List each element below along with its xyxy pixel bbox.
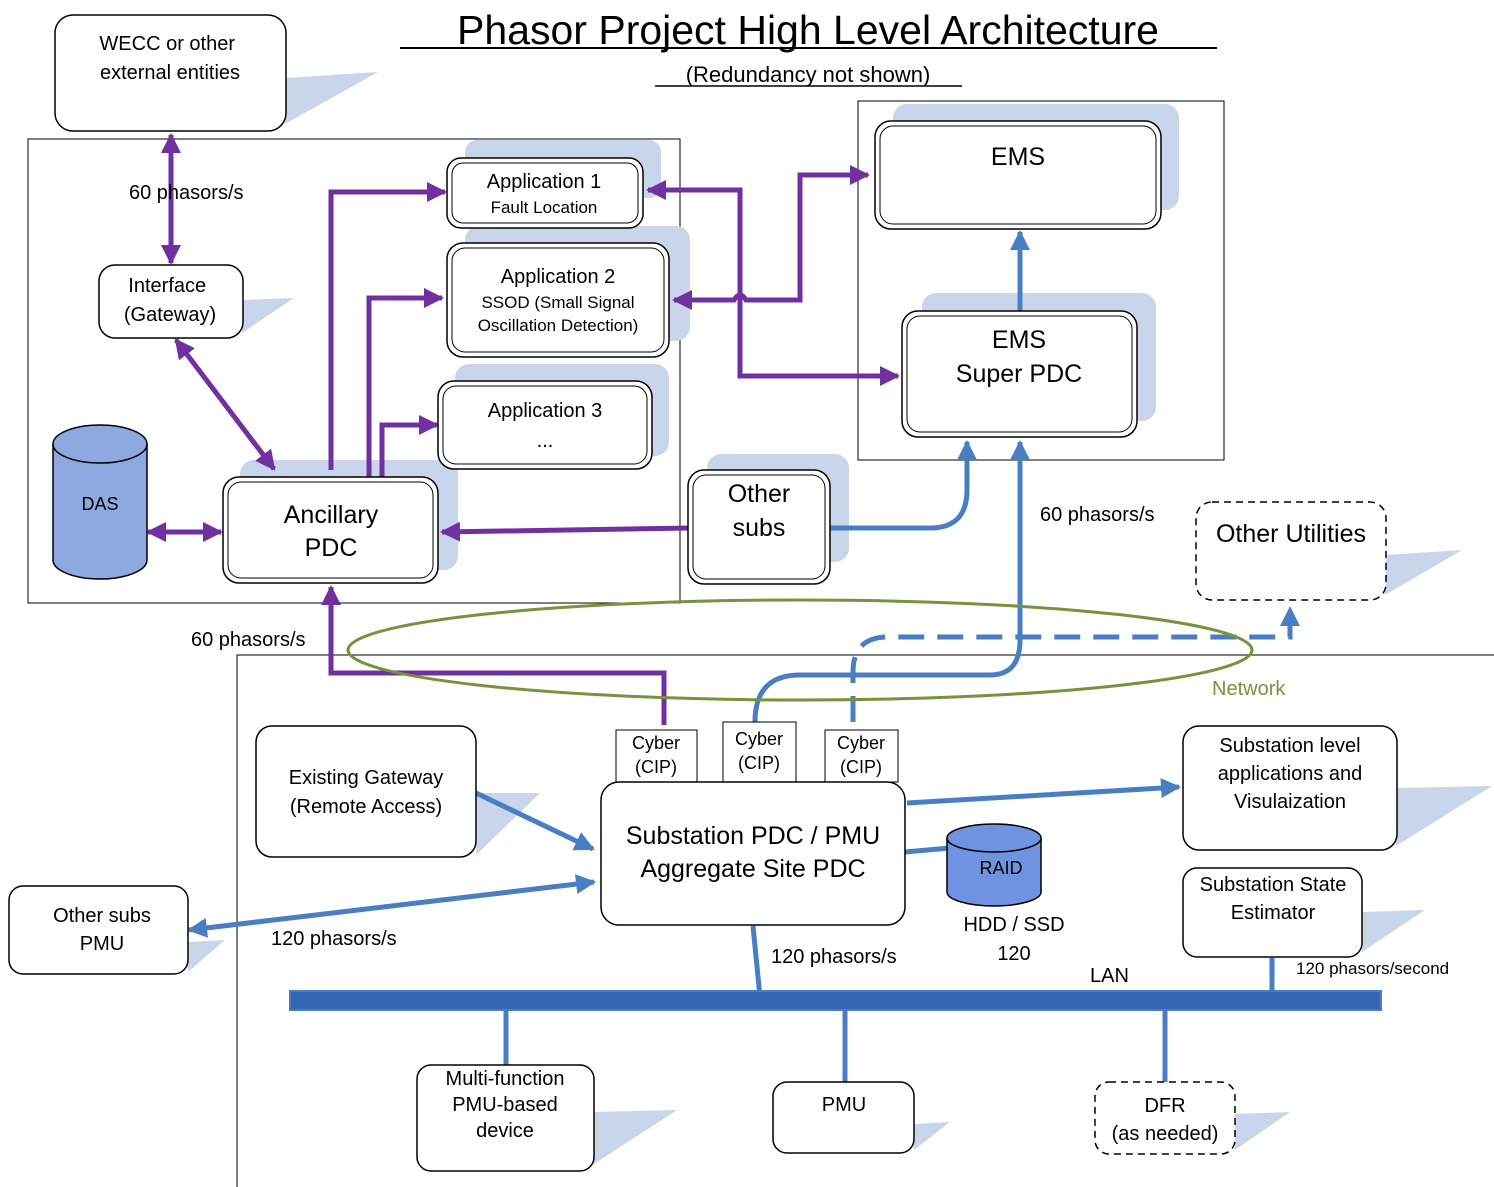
multifunction-line3: device: [476, 1120, 534, 1142]
other-subs-pmu-node: [8, 885, 189, 975]
ems-super-pdc-node: [901, 310, 1138, 438]
interface-node: [98, 264, 244, 339]
ancillary-pdc-node: [222, 476, 439, 584]
hdd-ssd-rate: 120: [997, 943, 1030, 965]
other-utilities-label: Other Utilities: [1216, 520, 1366, 548]
das-label: DAS: [81, 494, 118, 514]
cyber-2-line1: Cyber: [735, 729, 783, 749]
diagram-title: Phasor Project High Level Architecture: [457, 7, 1159, 53]
rate-label-state-estimator: 120 phasors/second: [1296, 959, 1449, 978]
cyber-box-1: Cyber (CIP): [615, 729, 698, 783]
application-1-title: Application 1: [487, 171, 602, 193]
state-estimator-line1: Substation State: [1200, 874, 1347, 896]
state-estimator-node: [1182, 867, 1363, 958]
substation-apps-line2: applications and: [1218, 763, 1363, 785]
substation-apps-node: [1182, 725, 1398, 851]
ems-super-pdc-label-line2: Super PDC: [956, 360, 1082, 388]
existing-gateway-line1: Existing Gateway: [289, 767, 444, 789]
existing-gateway-line2: (Remote Access): [290, 796, 442, 818]
ems-label: EMS: [991, 143, 1045, 171]
multifunction-device-node: [416, 1064, 595, 1172]
raid-storage: RAID: [946, 823, 1042, 907]
lan-label: LAN: [1090, 965, 1129, 987]
dfr-line2: (as needed): [1112, 1123, 1219, 1145]
application-2-desc-line2: Oscillation Detection): [478, 316, 639, 335]
cyber-box-2: Cyber (CIP): [722, 721, 797, 783]
dfr-node: [1094, 1081, 1236, 1155]
substation-apps-line3: Visulaization: [1234, 791, 1346, 813]
network-label: Network: [1212, 678, 1286, 700]
application-3-title: Application 3: [488, 400, 603, 422]
application-3-ellipsis: ...: [537, 430, 554, 452]
application-1-node: [446, 157, 644, 229]
raid-label: RAID: [979, 858, 1022, 878]
rate-label-wecc: 60 phasors/s: [129, 182, 244, 204]
wecc-label-line2: external entities: [100, 62, 240, 84]
das-database: DAS: [52, 424, 148, 580]
application-2-desc-line1: SSOD (Small Signal: [481, 293, 634, 312]
lan-bus: [289, 990, 1382, 1011]
cyber-box-3: Cyber (CIP): [824, 729, 899, 783]
rate-label-ancillary: 60 phasors/s: [191, 629, 306, 651]
application-1-subtitle: Fault Location: [491, 198, 598, 217]
svg-text:WECC or other external ent: WECC or other external entities: [99, 33, 240, 84]
dfr-line1: DFR: [1144, 1095, 1185, 1117]
rate-label-lan: 120 phasors/s: [771, 946, 897, 968]
ems-node: [874, 120, 1162, 230]
substation-apps-line1: Substation level: [1219, 735, 1360, 757]
substation-frame: [236, 654, 1494, 1187]
rate-label-other-subs-pmu: 120 phasors/s: [271, 928, 397, 950]
cyber-3-line2: (CIP): [840, 757, 882, 777]
pmu-node: [772, 1081, 915, 1154]
other-utilities-node: [1195, 501, 1387, 601]
substation-pdc-line2: Aggregate Site PDC: [640, 855, 865, 883]
existing-gateway-node: [255, 725, 477, 858]
application-2-title: Application 2: [501, 266, 616, 288]
purple-links: [146, 133, 900, 725]
other-subs-pmu-line2: PMU: [80, 933, 124, 955]
rate-label-ems: 60 phasors/s: [1040, 504, 1155, 526]
cyber-2-line2: (CIP): [738, 753, 780, 773]
diagram-subtitle: (Redundancy not shown): [686, 62, 931, 87]
cyber-1-line2: (CIP): [635, 757, 677, 777]
application-3-node: [437, 380, 653, 470]
ancillary-pdc-label-line1: Ancillary: [284, 501, 379, 529]
multifunction-line1: Multi-function: [446, 1068, 565, 1090]
substation-pdc-line1: Substation PDC / PMU: [626, 822, 880, 850]
pmu-label: PMU: [822, 1094, 866, 1116]
hdd-ssd-label: HDD / SSD: [963, 914, 1064, 936]
interface-label-line2: (Gateway): [124, 304, 216, 326]
blue-links: [187, 230, 1300, 1082]
other-subs-label-line1: Other: [728, 480, 791, 508]
ancillary-pdc-label-line2: PDC: [305, 534, 358, 562]
state-estimator-line2: Estimator: [1231, 902, 1316, 924]
other-subs-pmu-line1: Other subs: [53, 905, 151, 927]
other-subs-label-line2: subs: [733, 514, 786, 542]
application-2-node: [446, 242, 670, 358]
interface-label-line1: Interface: [128, 275, 206, 297]
svg-text:Interface (Gateway): Interface (Gateway): [124, 275, 216, 326]
cyber-3-line1: Cyber: [837, 733, 885, 753]
multifunction-line2: PMU-based: [452, 1094, 558, 1116]
wecc-node: [54, 14, 287, 132]
other-subs-node: [687, 469, 831, 585]
cyber-1-line1: Cyber: [632, 733, 680, 753]
substation-pdc-node: [600, 781, 906, 926]
ems-super-pdc-label-line1: EMS: [992, 326, 1046, 354]
network-ellipse: [346, 598, 1254, 702]
wecc-label-line1: WECC or other: [99, 33, 235, 55]
